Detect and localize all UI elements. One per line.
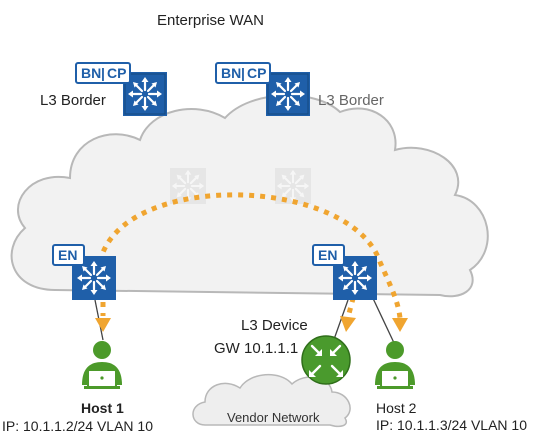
border-label-right: L3 Border — [318, 92, 384, 109]
host2-ip: IP: 10.1.1.3/24 VLAN 10 — [376, 417, 527, 433]
host2-user-icon — [375, 341, 415, 389]
router-icon — [301, 335, 351, 385]
host2-name: Host 2 — [376, 400, 417, 416]
border-label-left: L3 Border — [40, 92, 106, 109]
bn-cp-badge-right: BN | CP — [215, 62, 271, 84]
badge-separator: | — [101, 65, 105, 81]
bn-label: BN — [81, 65, 101, 81]
en-label: EN — [318, 247, 337, 263]
en-badge-left: EN — [52, 244, 85, 266]
l3-device-label: L3 Device — [241, 317, 308, 334]
vendor-network-cloud — [192, 373, 351, 428]
host1-name: Host 1 — [81, 400, 124, 416]
cp-label: CP — [107, 65, 126, 81]
vendor-network-label: Vendor Network — [227, 410, 320, 425]
host1-ip: IP: 10.1.1.2/24 VLAN 10 — [2, 418, 153, 434]
en-badge-right: EN — [312, 244, 345, 266]
host1-user-icon — [82, 341, 122, 389]
en-label: EN — [58, 247, 77, 263]
bn-label: BN — [221, 65, 241, 81]
transit-switch-right — [275, 168, 311, 204]
badge-separator: | — [241, 65, 245, 81]
gateway-label: GW 10.1.1.1 — [214, 340, 299, 357]
border-node-right — [266, 72, 310, 116]
diagram-title: Enterprise WAN — [157, 12, 264, 29]
bn-cp-badge-left: BN | CP — [75, 62, 131, 84]
flow-arrowheads — [95, 316, 408, 332]
cp-label: CP — [247, 65, 266, 81]
